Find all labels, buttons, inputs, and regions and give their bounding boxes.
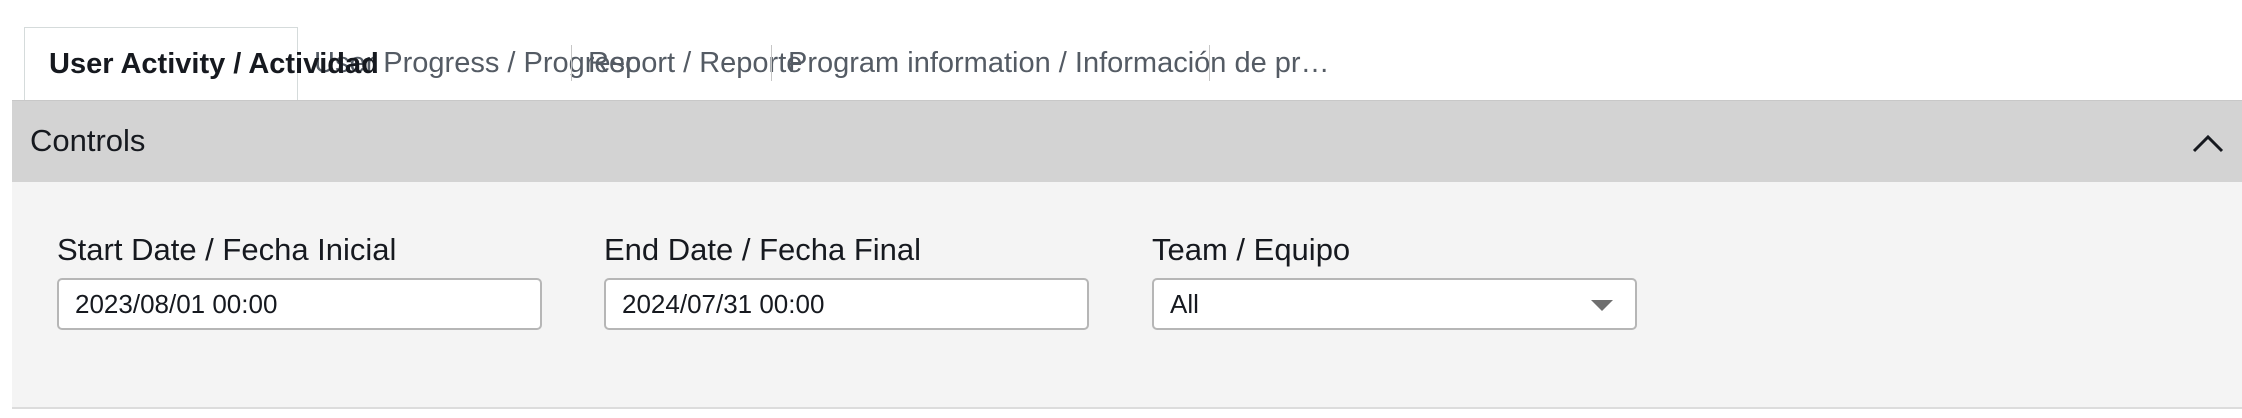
tab-divider [1209,45,1210,81]
start-date-input[interactable]: 2023/08/01 00:00 [57,278,542,330]
tab-label: User Progress / Progreso [314,47,642,79]
team-select[interactable]: All [1152,278,1637,330]
tab-divider [571,45,572,81]
team-label: Team / Equipo [1152,232,1351,267]
team-control: Team / Equipo All [1152,232,1637,330]
start-date-label: Start Date / Fecha Inicial [57,232,397,267]
start-date-control: Start Date / Fecha Inicial 2023/08/01 00… [57,232,542,330]
chevron-up-icon[interactable] [2188,123,2228,163]
tab-divider [771,45,772,81]
controls-header[interactable]: Controls [12,100,2242,182]
controls-title: Controls [30,123,146,158]
tab-label: Report / Reporte [588,47,803,79]
tab-user-activity[interactable]: User Activity / Actividad [24,27,379,100]
end-date-control: End Date / Fecha Final 2024/07/31 00:00 [604,232,1089,330]
tab-user-progress[interactable]: User Progress / Progreso [300,27,641,100]
tab-report[interactable]: Report / Reporte [572,27,802,100]
end-date-input[interactable]: 2024/07/31 00:00 [604,278,1089,330]
tab-bar: User Activity / Actividad User Progress … [12,0,2242,100]
controls-panel: Start Date / Fecha Inicial 2023/08/01 00… [12,182,2242,409]
tab-label: Program information / Información de pr… [788,47,1330,79]
tab-program-information[interactable]: Program information / Información de pr… [772,27,1330,100]
team-selected-value: All [1170,288,1199,319]
end-date-label: End Date / Fecha Final [604,232,922,267]
end-date-value: 2024/07/31 00:00 [622,288,825,319]
caret-down-icon [1591,300,1613,311]
start-date-value: 2023/08/01 00:00 [75,288,278,319]
tab-label: User Activity / Actividad [49,47,379,80]
